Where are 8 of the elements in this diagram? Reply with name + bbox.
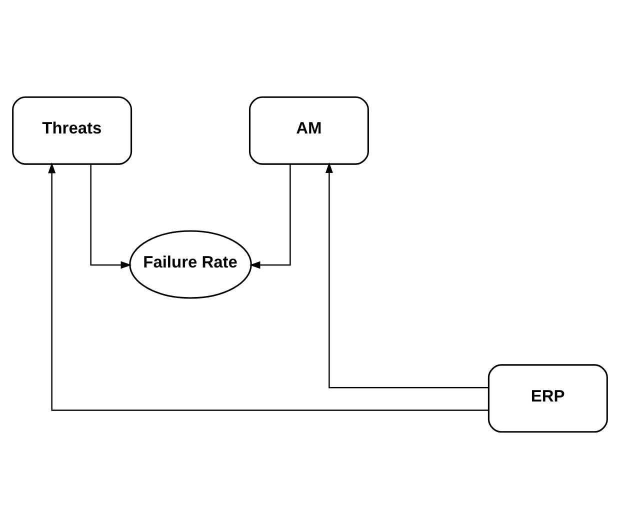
node-box: Threats — [12, 96, 132, 164]
node-box: ERP — [488, 364, 608, 432]
node-ellipse: Failure Rate — [129, 230, 252, 298]
arrow — [90, 164, 132, 268]
node-box: AM — [248, 96, 369, 164]
arrow — [48, 162, 489, 410]
arrow — [250, 164, 291, 268]
arrow — [325, 162, 488, 388]
